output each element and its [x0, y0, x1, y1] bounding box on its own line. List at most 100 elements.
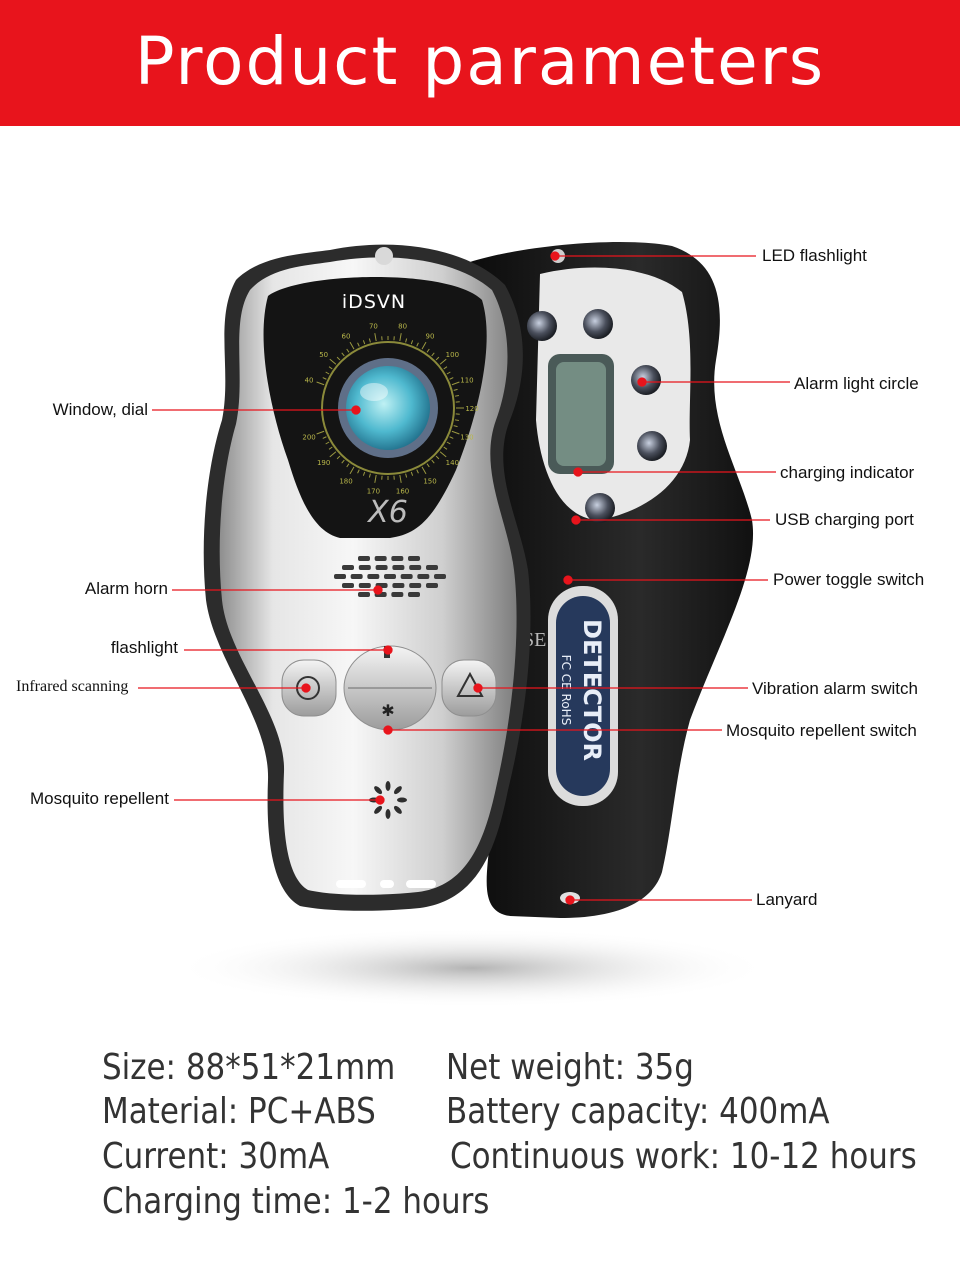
dial-tick-label: 150 — [423, 478, 436, 486]
product-illustration: DETECTOR FC CE RoHS YYS SE iDSVN X6 4050… — [0, 126, 960, 1026]
floor-shadow — [172, 928, 772, 1008]
dial-tick — [449, 377, 454, 380]
grille-slot — [408, 556, 420, 561]
dial-tick — [416, 469, 419, 474]
grille-slot — [409, 565, 422, 570]
dial-tick-label: 40 — [305, 376, 314, 384]
callout-lines — [138, 251, 790, 905]
dial-tick — [374, 474, 377, 483]
grille-slot — [408, 592, 420, 597]
dial-tick — [446, 441, 451, 445]
dial-tick — [421, 466, 427, 475]
grille-slot — [334, 574, 346, 579]
spec-battery-capacity: Battery capacity: 400mA — [446, 1091, 830, 1132]
dial-tick — [325, 371, 330, 375]
callout-mosquito-repellent: Mosquito repellent — [30, 789, 169, 808]
repellent-hole — [374, 805, 383, 814]
grille-slot — [358, 556, 370, 561]
dial-tick — [431, 352, 435, 357]
dial-tick — [362, 340, 366, 345]
dial-tick — [362, 471, 366, 476]
repellent-hole — [374, 786, 383, 795]
grille-slot — [358, 565, 371, 570]
dial-tick-label: 120 — [465, 405, 478, 413]
dial-tick — [443, 366, 448, 370]
dial-tick — [439, 358, 447, 365]
dial-tick — [322, 377, 327, 380]
callout-power-toggle-switch: Power toggle switch — [773, 570, 925, 589]
dial-tick — [336, 455, 341, 460]
callout-window-dial: Window, dial — [52, 400, 148, 419]
dial-tick — [443, 446, 448, 450]
dial-tick — [329, 358, 337, 365]
grille-slot — [367, 574, 380, 579]
dial-tick — [435, 356, 440, 361]
dial-tick — [316, 430, 325, 435]
spec-list: Size: 88*51*21mm Net weight: 35g Materia… — [0, 1040, 960, 1280]
dial-tick — [410, 340, 414, 345]
dial-tick-label: 60 — [342, 332, 351, 340]
dial-tick — [329, 451, 337, 458]
alarm-led — [637, 431, 667, 461]
dial-tick-label: 170 — [367, 488, 380, 496]
dial-tick — [328, 446, 333, 450]
dial-tick-label: 140 — [446, 459, 459, 467]
mosquito-repellent-speaker — [369, 781, 407, 819]
callout-infrared-scanning: Infrared scanning — [16, 678, 129, 695]
dial-ring — [321, 341, 455, 475]
dial-tick — [357, 342, 360, 347]
lanyard-slot — [380, 880, 394, 888]
dial-tick — [421, 341, 427, 350]
grille-slot — [342, 583, 354, 588]
dial-tick — [454, 419, 459, 421]
dial-tick — [346, 463, 350, 468]
mosquito-switch-icon: ✱ — [381, 701, 394, 720]
dial-tick-label: 160 — [396, 488, 409, 496]
dial-tick-label: 80 — [398, 322, 407, 330]
model-label: X6 — [366, 495, 408, 530]
callout-alarm-horn: Alarm horn — [84, 579, 168, 598]
grille-slot — [391, 592, 404, 597]
dial-tick — [451, 430, 460, 435]
dial-tick-label: 50 — [319, 351, 328, 359]
dial-tick — [439, 451, 447, 458]
repellent-hole — [393, 805, 402, 814]
spec-current: Current: 30mA — [102, 1136, 330, 1177]
grille-slot — [426, 565, 438, 570]
callout-usb-charging-port: USB charging port — [775, 510, 914, 529]
dial-tick-label: 190 — [317, 459, 330, 467]
grille-slot — [384, 574, 396, 579]
repellent-hole — [393, 786, 402, 795]
grille-slot — [426, 583, 438, 588]
dial-tick — [316, 381, 325, 386]
grille-slot — [358, 592, 370, 597]
dial-tick — [349, 341, 355, 350]
spec-material: Material: PC+ABS — [102, 1091, 376, 1132]
device-image: DETECTOR FC CE RoHS YYS SE iDSVN X6 4050… — [138, 241, 790, 1008]
grille-slot — [392, 565, 405, 570]
callout-vibration-alarm-switch: Vibration alarm switch — [752, 679, 918, 698]
dial-tick — [453, 425, 458, 428]
dial-tick-label: 70 — [369, 322, 378, 330]
grille-slot — [374, 556, 387, 561]
repellent-hole — [385, 809, 391, 819]
dial-tick — [399, 333, 402, 342]
alarm-led — [583, 309, 613, 339]
dial-tick — [357, 469, 360, 474]
dial-tick — [325, 441, 330, 445]
repellent-hole — [385, 781, 391, 791]
front-led-flashlight — [375, 247, 393, 265]
dial-tick — [435, 455, 440, 460]
detector-badge: DETECTOR FC CE RoHS — [548, 586, 618, 806]
callout-led-flashlight: LED flashlight — [762, 246, 867, 265]
cert-marks-text: FC CE RoHS — [559, 655, 573, 726]
dial-tick — [451, 381, 460, 386]
dial-tick — [336, 356, 341, 361]
dial-tick — [341, 352, 345, 357]
dial-tick — [349, 466, 355, 475]
dial-tick — [431, 459, 435, 464]
dial-tick — [405, 473, 408, 478]
dial-tick-label: 110 — [460, 376, 473, 384]
spec-net-weight: Net weight: 35g — [446, 1047, 694, 1088]
banner-title: Product parameters — [134, 23, 826, 100]
